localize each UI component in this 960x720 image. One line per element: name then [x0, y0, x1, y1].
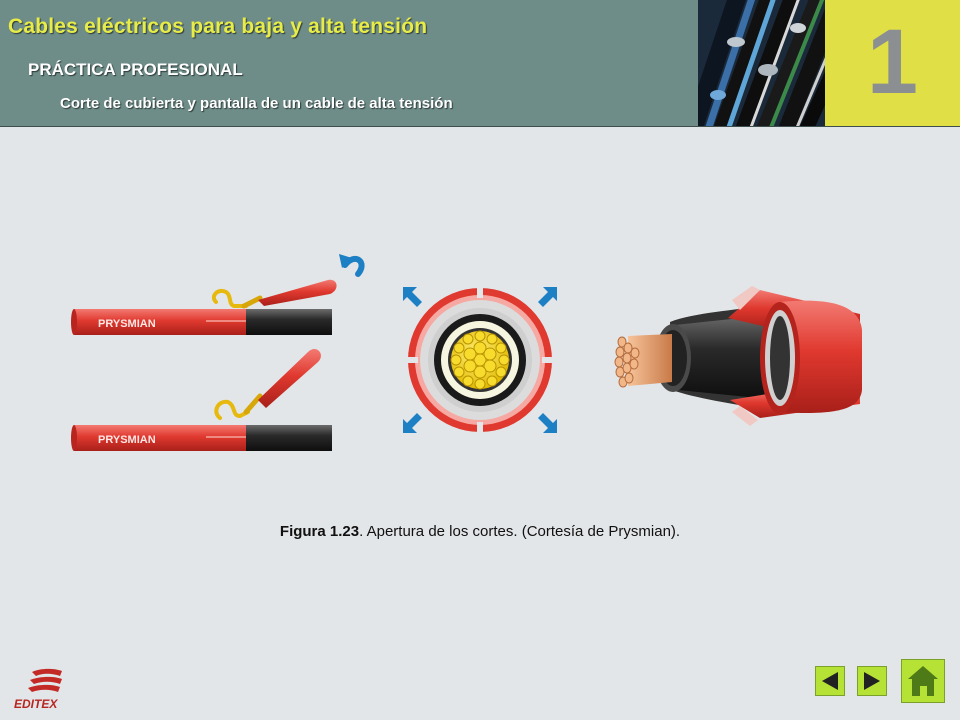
arrow-right-icon [864, 672, 880, 690]
figure-illustration: PRYSMIAN PRYSMIAN [71, 254, 862, 451]
page-subtitle: PRÁCTICA PROFESIONAL [28, 60, 243, 79]
logo-text: EDITEX [14, 697, 58, 710]
cables-photo [698, 0, 825, 126]
editex-logo: EDITEX [14, 668, 62, 710]
chapter-number: 1 [866, 11, 919, 113]
arrow-left-icon [822, 672, 838, 690]
header-bar: Cables eléctricos para baja y alta tensi… [0, 0, 960, 127]
cable-label-bottom: PRYSMIAN [98, 434, 156, 446]
caption-text: . Apertura de los cortes. (Cortesía de P… [359, 523, 681, 540]
cable-opened [614, 286, 862, 426]
cable-bottom: PRYSMIAN [71, 349, 332, 451]
home-icon [908, 666, 938, 696]
figure-ref: Figura 1.23 [279, 523, 360, 540]
next-button[interactable] [857, 666, 887, 696]
cable-label-top: PRYSMIAN [98, 318, 156, 330]
figure-caption: Figura 1.23. Apertura de los cortes. (Co… [0, 523, 960, 540]
home-button[interactable] [901, 659, 945, 703]
chapter-badge: 1 [825, 0, 960, 126]
page-title: Cables eléctricos para baja y alta tensi… [8, 15, 428, 38]
cable-top: PRYSMIAN [71, 254, 365, 335]
cable-cross-section [403, 286, 557, 434]
section-title: Corte de cubierta y pantalla de un cable… [60, 95, 453, 112]
prev-button[interactable] [815, 666, 845, 696]
